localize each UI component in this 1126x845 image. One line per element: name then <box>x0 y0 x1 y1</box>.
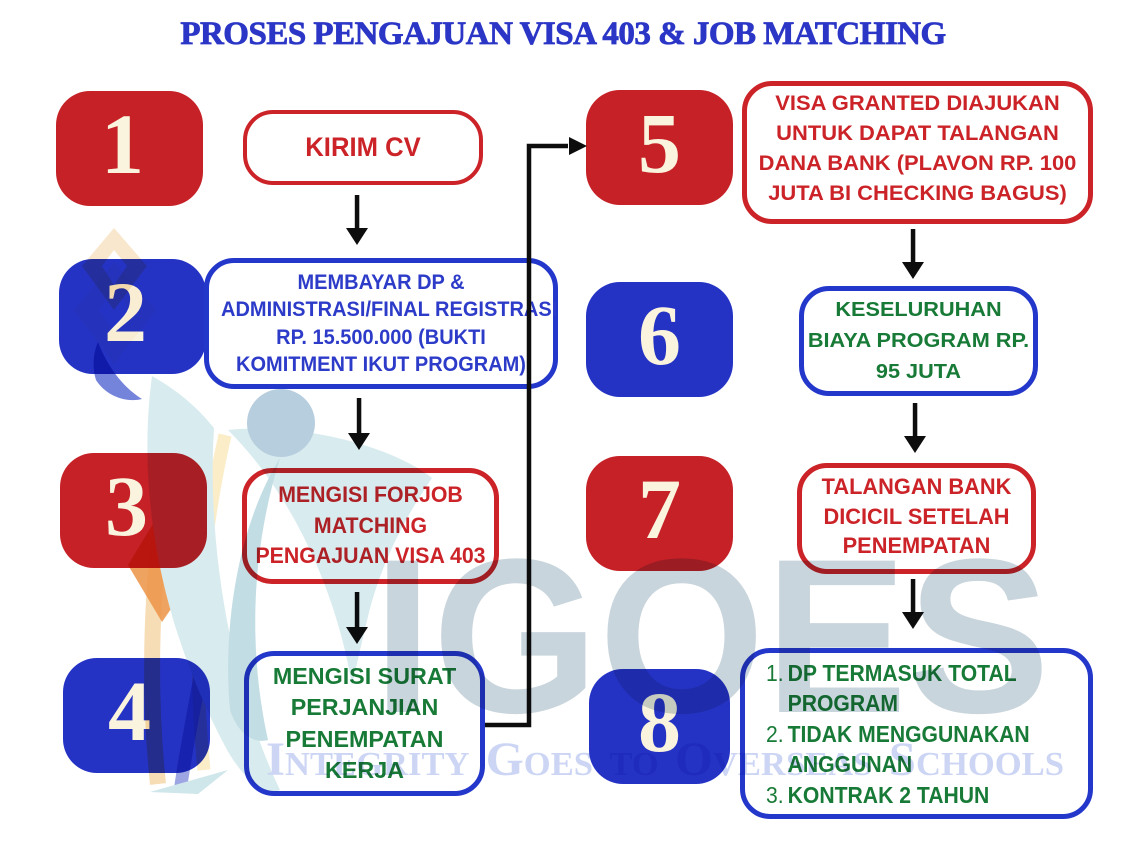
svg-text:IGOES: IGOES <box>373 513 1050 759</box>
